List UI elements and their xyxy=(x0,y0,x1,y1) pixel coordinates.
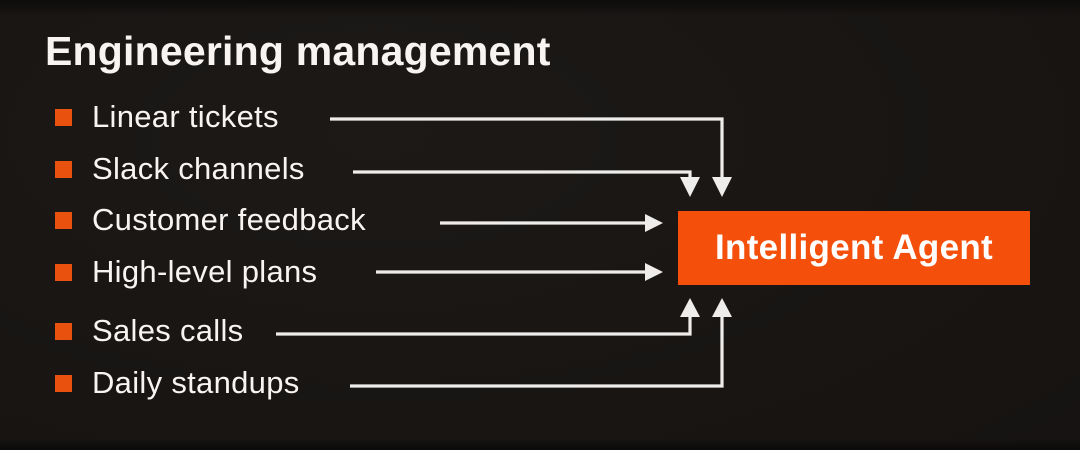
arrow-daily-standups-to-agent xyxy=(350,298,732,388)
intelligent-agent-label: Intelligent Agent xyxy=(715,228,993,267)
square-bullet-icon xyxy=(55,211,72,229)
list-item-slack-channels: Slack channels xyxy=(55,151,305,187)
square-bullet-icon xyxy=(55,374,72,392)
square-bullet-icon xyxy=(55,263,72,281)
list-item-customer-feedback: Customer feedback xyxy=(55,202,366,238)
list-item-high-level-plans: High-level plans xyxy=(55,254,317,290)
arrow-linear-tickets-to-agent xyxy=(330,117,732,197)
arrow-sales-calls-to-agent xyxy=(276,298,700,336)
square-bullet-icon xyxy=(55,160,72,178)
arrow-high-level-plans-to-agent xyxy=(376,263,663,281)
arrow-slack-channels-to-agent xyxy=(353,170,700,197)
page-title: Engineering management xyxy=(45,28,551,74)
list-item-label: Customer feedback xyxy=(92,202,366,237)
list-item-sales-calls: Sales calls xyxy=(55,313,243,349)
square-bullet-icon xyxy=(55,322,72,340)
intelligent-agent-box: Intelligent Agent xyxy=(678,211,1030,285)
list-item-label: Sales calls xyxy=(92,313,244,348)
list-item-daily-standups: Daily standups xyxy=(55,365,300,401)
list-item-label: Linear tickets xyxy=(92,99,279,134)
list-item-label: Daily standups xyxy=(92,365,300,400)
arrow-customer-feedback-to-agent xyxy=(440,214,663,232)
list-item-label: High-level plans xyxy=(92,254,318,289)
list-item-label: Slack channels xyxy=(92,151,305,186)
square-bullet-icon xyxy=(55,108,72,126)
list-item-linear-tickets: Linear tickets xyxy=(55,99,279,135)
